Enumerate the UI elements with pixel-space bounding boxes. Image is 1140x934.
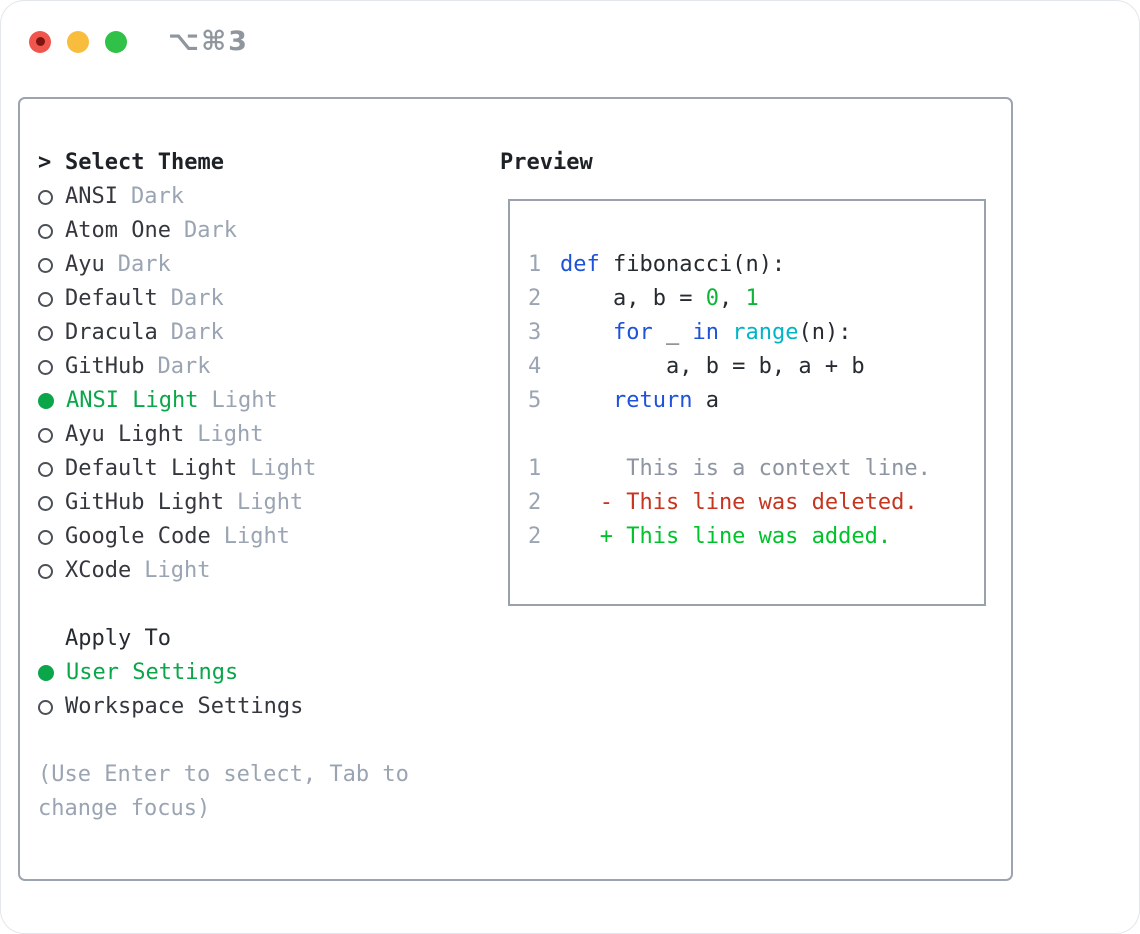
code-token (560, 320, 613, 345)
code-token: fibonacci(n): (599, 252, 786, 277)
theme-list-header: > Select Theme (38, 146, 500, 180)
code-token: return (612, 388, 693, 413)
radio-icon (38, 529, 53, 545)
radio-icon (38, 563, 53, 579)
code-token: a (692, 388, 719, 413)
code-token: in (692, 320, 719, 345)
close-button[interactable] (29, 30, 51, 53)
radio-icon (38, 257, 53, 273)
code-token: a, b = b, a + b (560, 354, 865, 379)
line-number: 5 (528, 388, 542, 413)
code-line: 1 def fibonacci(n): (528, 248, 984, 282)
radio-icon (38, 699, 53, 715)
code-token: _ (652, 320, 693, 345)
code-line: 2 a, b = 0, 1 (528, 282, 984, 316)
help-text: (Use Enter to select, Tab to change focu… (38, 762, 409, 821)
unsaved-dot-icon (35, 37, 45, 46)
diff-added-line: 2 + This line was added. (528, 520, 984, 554)
apply-to-header: Apply To (38, 622, 500, 656)
zoom-button[interactable] (105, 30, 127, 53)
minimize-button[interactable] (67, 30, 89, 53)
apply-option-user-settings[interactable]: User Settings (38, 656, 500, 690)
line-number: 4 (528, 354, 542, 379)
code-token (719, 320, 732, 345)
code-line: 5 return a (528, 384, 984, 418)
radio-icon (38, 495, 53, 511)
line-number: 2 (528, 286, 542, 311)
line-number: 1 (528, 456, 542, 481)
line-number: 2 (528, 524, 542, 549)
radio-icon (38, 189, 53, 205)
radio-icon (38, 291, 53, 307)
code-token: for (612, 320, 653, 345)
radio-selected-icon (38, 393, 54, 409)
line-number: 1 (528, 252, 542, 277)
code-token: - This line was deleted. (560, 490, 918, 515)
preview-title: Preview (500, 150, 593, 175)
code-token: This is a context line. (560, 456, 931, 481)
window-shortcut-label: ⌥⌘3 (168, 26, 249, 57)
apply-option-workspace-settings[interactable]: Workspace Settings (38, 690, 500, 724)
code-token: (n): (798, 320, 852, 345)
line-number: 2 (528, 490, 542, 515)
radio-icon (38, 359, 53, 375)
code-token: a, b = (560, 286, 706, 311)
theme-list-title: Select Theme (65, 150, 224, 175)
line-number: 3 (528, 320, 542, 345)
code-line: 3 for _ in range(n): (528, 316, 984, 350)
radio-icon (38, 427, 53, 443)
code-line-blank (528, 418, 984, 452)
code-token: , (718, 286, 746, 311)
focus-cursor-icon: > (38, 150, 52, 175)
code-token: 1 (745, 286, 759, 311)
diff-context-line: 1 This is a context line. (528, 452, 984, 486)
titlebar: ⌥⌘3 (29, 26, 249, 57)
apply-to-title: Apply To (65, 626, 171, 651)
code-token: def (560, 252, 600, 277)
preview-column: Preview 1 def fibonacci(n): 2 a, b = 0, 1… (500, 146, 986, 879)
radio-icon (38, 461, 53, 477)
diff-deleted-line: 2 - This line was deleted. (528, 486, 984, 520)
preview-box: 1 def fibonacci(n): 2 a, b = 0, 1 3 for _… (508, 199, 986, 606)
code-token: + This line was added. (560, 524, 892, 549)
radio-icon (38, 325, 53, 341)
spacer (38, 588, 500, 622)
radio-selected-icon (38, 665, 54, 681)
code-token: range (732, 320, 799, 345)
code-line: 4 a, b = b, a + b (528, 350, 984, 384)
code-token: 0 (705, 286, 719, 311)
radio-icon (38, 223, 53, 239)
code-token (560, 388, 613, 413)
